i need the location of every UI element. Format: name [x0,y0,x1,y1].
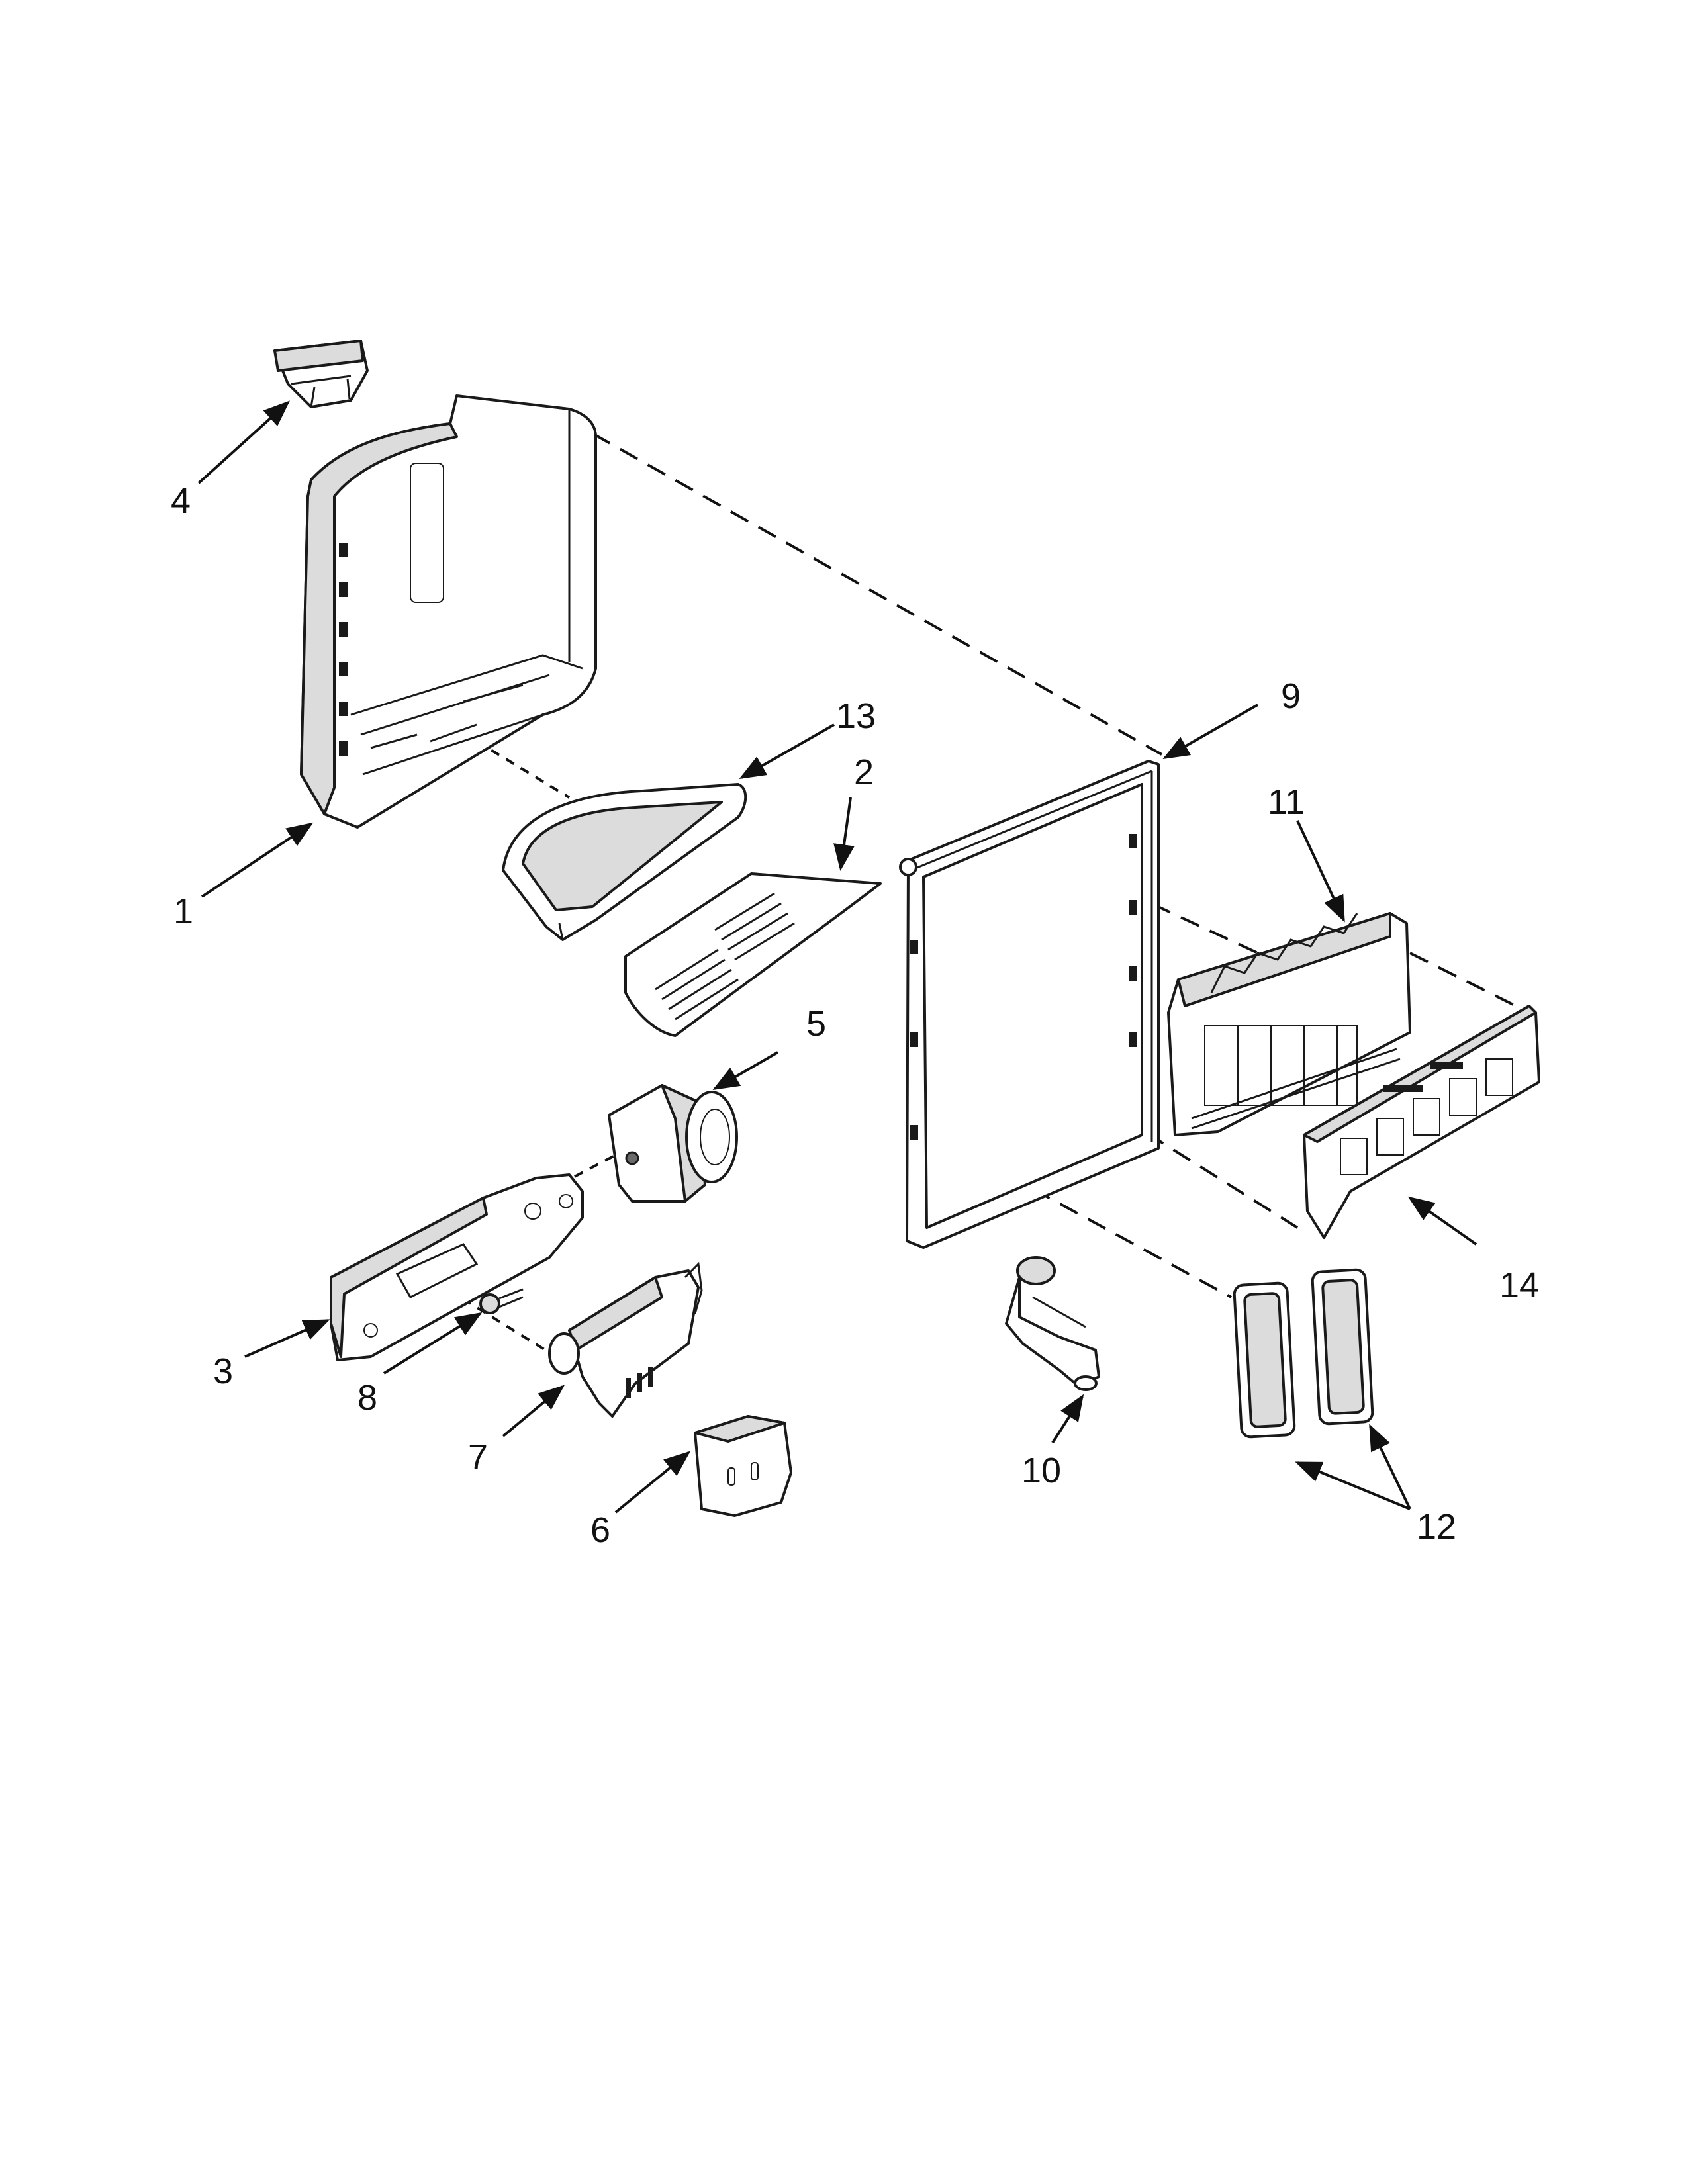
leader-10 [1051,1394,1084,1444]
callout-labels: 4 1 13 2 9 11 5 14 3 8 7 6 10 12 [171,481,1539,1550]
part-13-drip-tray-frame [502,783,747,941]
leader-3 [244,1319,330,1358]
part-9-dispenser-frame [899,760,1160,1249]
leader-11 [1296,820,1345,923]
leader-6 [614,1451,691,1514]
leader-13 [739,723,835,779]
leader-1 [201,822,314,898]
leader-arrows [197,400,1477,1514]
part-12-light-lens-right [1311,1268,1374,1426]
callout-7: 7 [468,1437,488,1477]
callout-12: 12 [1417,1507,1456,1547]
part-7-solenoid [548,1261,703,1418]
leader-5 [712,1051,779,1091]
part-6-button-pad [694,1415,792,1517]
leader-12b [1369,1424,1411,1510]
callout-2: 2 [854,752,874,792]
grille-slots [655,892,795,1021]
part-11-control-housing [1167,912,1411,1136]
leader-14 [1407,1196,1477,1246]
callout-1: 1 [173,891,193,931]
callout-3: 3 [213,1351,233,1391]
leader-12a [1295,1461,1411,1510]
callout-5: 5 [806,1004,826,1044]
callout-9: 9 [1281,676,1301,716]
callout-4: 4 [171,481,191,521]
part-12-light-lens-left [1233,1281,1296,1439]
callout-10: 10 [1021,1451,1061,1490]
part-4-cup [273,340,369,408]
leader-7 [502,1385,565,1437]
part-2-drip-tray-grille [624,872,882,1037]
part-1-dispenser-housing [300,394,597,829]
part-10-water-nozzle [1005,1256,1100,1391]
part-5-motor [608,1084,738,1203]
control-panel-buttons [1340,1058,1513,1175]
part-8-screw [479,1288,524,1314]
part-14-control-panel [1303,1005,1540,1239]
leader-2 [833,797,855,871]
leader-4 [197,400,290,484]
callout-11: 11 [1268,782,1305,822]
leader-8 [383,1312,483,1375]
callout-13: 13 [836,696,876,736]
callout-6: 6 [590,1510,610,1550]
callout-8: 8 [357,1378,377,1418]
leader-9 [1162,704,1258,759]
callout-14: 14 [1499,1265,1539,1305]
part-3-actuator-bracket [330,1173,584,1361]
